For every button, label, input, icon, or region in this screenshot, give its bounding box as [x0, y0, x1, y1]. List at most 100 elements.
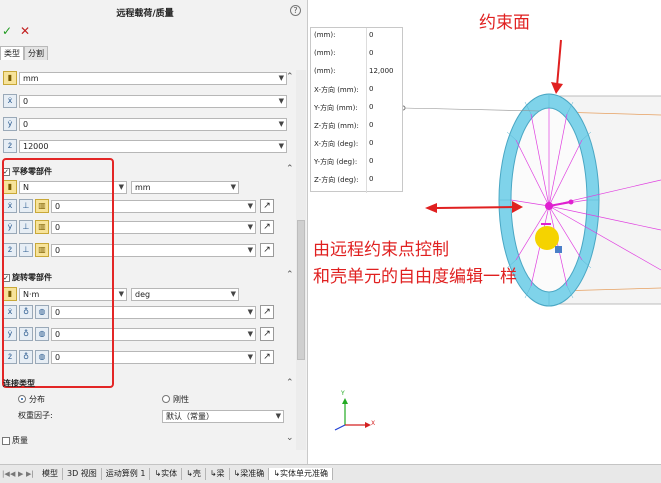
rotation-fixed-icon[interactable]: ♁ [19, 350, 33, 364]
fixed-icon[interactable]: ⊥ [19, 220, 33, 234]
ruler-icon: ▮ [3, 71, 17, 85]
force-icon[interactable]: ▥ [35, 243, 49, 257]
connection-collapse-icon[interactable]: ⌃ [286, 378, 294, 388]
tab-motion-study[interactable]: 运动算例 1 [102, 468, 151, 480]
mass-section[interactable]: 质量 [2, 435, 28, 446]
ref-x-field[interactable]: 0▼ [19, 94, 287, 108]
ref-y-row: ẏ 0▼ [3, 117, 287, 131]
moment-icon[interactable]: ◍ [35, 350, 49, 364]
rotation-fixed-icon[interactable]: ♁ [19, 327, 33, 341]
value-callout-table: (mm):0 (mm):0 (mm):12,000 X-方向 (mm):0 Y-… [310, 27, 403, 193]
trans-x-field[interactable]: 0▼ [51, 199, 256, 213]
highlight-box [2, 158, 114, 388]
y-coord-icon: ẏ [3, 117, 17, 131]
graphics-viewport[interactable]: 约束面 由远程约束点控制 和壳单元的自由度编辑一样 Y X [309, 0, 661, 464]
connection-section-title: 连接类型 [3, 379, 35, 388]
last-tab-icon[interactable]: ▶| [26, 470, 34, 478]
bottom-tab-bar: |◀ ◀ ▶ ▶| 模型 3D 视图 运动算例 1 ↳实体 ↳壳 ↳梁 ↳梁准确… [0, 464, 661, 483]
ok-button[interactable]: ✓ [2, 24, 13, 38]
model-graphics [334, 39, 661, 431]
moment-icon[interactable]: ◍ [35, 305, 49, 319]
tab-shell[interactable]: ↳壳 [182, 468, 206, 480]
point-arrowhead [512, 201, 523, 213]
moment-unit-select[interactable]: N·m▼ [19, 287, 127, 301]
first-tab-icon[interactable]: |◀ [2, 470, 10, 478]
trans-z-field[interactable]: 0▼ [51, 243, 256, 257]
panel-scrollbar[interactable] [296, 70, 306, 450]
help-icon[interactable]: ? [290, 5, 301, 16]
units-row: ▮ mm▼ [3, 71, 287, 85]
cancel-button[interactable]: ✕ [20, 24, 31, 38]
ref-x-row: ẋ 0▼ [3, 94, 287, 108]
mass-checkbox[interactable] [2, 436, 10, 445]
ring-mesh [499, 94, 599, 306]
face-annotation: 约束面 [479, 13, 530, 33]
remote-axis [548, 201, 572, 207]
length-unit-select[interactable]: mm▼ [131, 180, 239, 194]
panel-tabs: 类型 分割 [0, 46, 48, 60]
rotation-fixed-icon[interactable]: ♁ [19, 305, 33, 319]
force-unit-select[interactable]: N▼ [19, 180, 127, 194]
reverse-direction-icon[interactable]: ↗ [260, 243, 274, 257]
tab-nav-arrows: |◀ ◀ ▶ ▶| [2, 470, 34, 478]
triad-y-label: Y [341, 390, 345, 397]
reverse-direction-icon[interactable]: ↗ [260, 350, 274, 364]
fixed-icon[interactable]: ⊥ [19, 199, 33, 213]
tab-model[interactable]: 模型 [38, 468, 63, 480]
radio-icon[interactable] [18, 395, 26, 403]
mass-expand-icon[interactable]: ⌄ [286, 433, 294, 443]
moment-icon[interactable]: ◍ [35, 327, 49, 341]
rot-z-row: ż ♁ ◍ 0▼ ↗ [3, 350, 274, 364]
next-tab-icon[interactable]: ▶ [18, 470, 24, 478]
ref-y-field[interactable]: 0▼ [19, 117, 287, 131]
angle-unit-select[interactable]: deg▼ [131, 287, 239, 301]
trans-y-field[interactable]: 0▼ [51, 220, 256, 234]
rot-x-row: ẋ ♁ ◍ 0▼ ↗ [3, 305, 274, 319]
tab-type[interactable]: 类型 [0, 46, 24, 60]
rot-y-field[interactable]: 0▼ [51, 327, 256, 341]
rot-z-field[interactable]: 0▼ [51, 350, 256, 364]
table-divider [366, 28, 367, 193]
remote-axis-end [568, 199, 574, 205]
collapse-icon[interactable]: ⌃ [286, 72, 294, 82]
reverse-direction-icon[interactable]: ↗ [260, 327, 274, 341]
annotation-line-2: 和壳单元的自由度编辑一样 [313, 267, 517, 287]
triad-z-axis [334, 424, 346, 431]
force-icon[interactable]: ▥ [35, 199, 49, 213]
z-coord-icon: ż [3, 139, 17, 153]
reverse-direction-icon[interactable]: ↗ [260, 305, 274, 319]
annotation-line-1: 由远程约束点控制 [313, 240, 449, 260]
reverse-direction-icon[interactable]: ↗ [260, 199, 274, 213]
tab-beam[interactable]: ↳梁 [206, 468, 230, 480]
rigid-radio[interactable]: 刚性 [162, 394, 189, 405]
point-arrow [436, 206, 515, 209]
tab-beam-accurate[interactable]: ↳梁准确 [230, 468, 270, 480]
tab-solid[interactable]: ↳实体 [150, 468, 183, 480]
ref-z-field[interactable]: 12000▼ [19, 139, 287, 153]
force-icon[interactable]: ▥ [35, 220, 49, 234]
cursor-marker [555, 246, 562, 253]
units-select[interactable]: mm▼ [19, 71, 287, 85]
prev-tab-icon[interactable]: ◀ [10, 470, 16, 478]
scroll-thumb[interactable] [297, 220, 305, 360]
rotation-collapse-icon[interactable]: ⌃ [286, 270, 294, 280]
triad-x-label: X [371, 420, 376, 427]
weight-select[interactable]: 默认（常量）▼ [162, 410, 284, 423]
weight-label: 权重因子: [18, 411, 53, 420]
radio-icon[interactable] [162, 395, 170, 403]
tab-split[interactable]: 分割 [24, 46, 48, 60]
moment-unit-row: ▮ N·m▼ deg▼ [3, 287, 239, 301]
trans-y-row: ẏ ⊥ ▥ 0▼ ↗ [3, 220, 274, 234]
rot-x-field[interactable]: 0▼ [51, 305, 256, 319]
triad-x-arrow [365, 422, 371, 428]
reverse-direction-icon[interactable]: ↗ [260, 220, 274, 234]
trans-z-row: ż ⊥ ▥ 0▼ ↗ [3, 243, 274, 257]
ref-z-row: ż 12000▼ [3, 139, 287, 153]
translation-collapse-icon[interactable]: ⌃ [286, 164, 294, 174]
property-manager: 远程载荷/质量 ? ✓ ✕ 类型 分割 ⌃ ▮ mm▼ ẋ 0▼ ẏ 0▼ ż … [0, 0, 308, 464]
distributed-radio[interactable]: 分布 [18, 394, 45, 405]
tab-solid-element-accurate[interactable]: ↳实体单元准确 [269, 468, 333, 480]
load-symbol [535, 226, 559, 250]
tab-3d-view[interactable]: 3D 视图 [63, 468, 102, 480]
fixed-icon[interactable]: ⊥ [19, 243, 33, 257]
